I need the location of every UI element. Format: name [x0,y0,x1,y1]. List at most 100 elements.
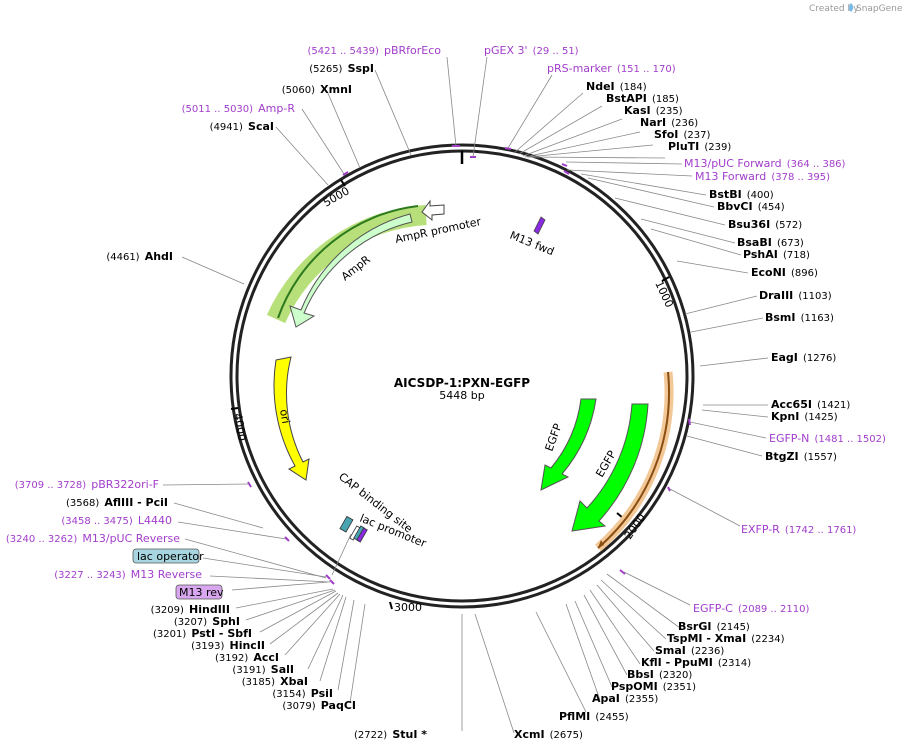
primer-label-amp-r[interactable]: (5011 .. 5030) Amp-R [182,97,296,116]
enzyme-label-scai[interactable]: (4941) ScaI [210,115,274,134]
site-position: (3191) [232,665,265,676]
primer-label-m13-reverse[interactable]: (3227 .. 3243) M13 Reverse [54,563,202,582]
enzyme-label-pflmi[interactable]: PflMI (2455) [559,705,629,724]
site-label-text: EagI (1276) [771,346,836,365]
enzyme-label-sphi[interactable]: (3207) SphI [174,610,240,629]
primer-label-exfp-r[interactable]: EXFP-R (1742 .. 1761) [741,518,856,537]
cap-binding-site-feature[interactable] [339,515,354,533]
primer-label-m13-puc-reverse[interactable]: (3240 .. 3262) M13/pUC Reverse [6,527,180,546]
site-label-text: M13 Forward (378 .. 395) [695,165,830,184]
enzyme-label-econi[interactable]: EcoNI (896) [751,261,818,280]
site-label-text: KasI (235) [624,99,683,118]
enzyme-label-paqci[interactable]: (3079) PaqCI [282,694,356,713]
site-name: AccI [253,651,279,664]
site-label-text: DraIII (1103) [759,284,832,303]
lac-operator-box[interactable] [132,548,200,564]
enzyme-label-hincii[interactable]: (3193) HincII [191,634,265,653]
site-name: BbvCI [717,200,753,213]
site-label-text: KflI - PpuMI (2314) [641,651,751,670]
enzyme-label-stui-[interactable]: (2722) StuI * [354,723,427,742]
site-position: (1742 .. 1761) [785,525,857,536]
site-label-text: NarI (236) [640,111,698,130]
enzyme-label-xbai[interactable]: (3185) XbaI [242,670,308,689]
site-name: PaqCI [321,699,356,712]
site-name: DraIII [759,289,793,302]
enzyme-label-tspmi-xmai[interactable]: TspMI - XmaI (2234) [667,627,785,646]
ampr-feature[interactable] [289,213,413,328]
m13-rev-feature[interactable] [356,527,368,543]
primer-label-prs-marker[interactable]: pRS-marker (151 .. 170) [547,57,676,76]
enzyme-label-bbvci[interactable]: BbvCI (454) [717,195,785,214]
enzyme-label-acci[interactable]: (3192) AccI [215,646,279,665]
site-label-text: (4461) AhdI [106,245,173,264]
site-position: (236) [671,118,698,129]
primer-label-egfp-n[interactable]: EGFP-N (1481 .. 1502) [769,427,886,446]
primer-label-l4440[interactable]: (3458 .. 3475) L4440 [61,509,172,528]
enzyme-label-eagi[interactable]: EagI (1276) [771,346,836,365]
enzyme-label-bstapi[interactable]: BstAPI (185) [606,87,679,106]
egfp-feature-2[interactable] [571,403,649,532]
enzyme-label-xcmi[interactable]: XcmI (2675) [514,723,583,742]
site-label-text: PspOMI (2351) [611,675,696,694]
enzyme-label-pspomi[interactable]: PspOMI (2351) [611,675,696,694]
enzyme-label-ndei[interactable]: NdeI (184) [586,75,647,94]
tick-mark-1000 [661,276,670,282]
ampr-promoter-feature[interactable] [421,199,445,222]
site-position: (3201) [153,629,186,640]
enzyme-label-bsmi[interactable]: BsmI (1163) [765,306,834,325]
enzyme-label-psii[interactable]: (3154) PsiI [272,682,333,701]
site-label-text: PshAI (718) [743,243,810,262]
lac-operator-leader [331,533,352,576]
primer-label-pbr322ori-f[interactable]: (3709 .. 3728) pBR322ori-F [15,473,159,492]
site-label-text: (3185) XbaI [242,670,308,689]
site-position: (364 .. 386) [787,159,846,170]
site-name: ScaI [248,120,274,133]
ori-feature[interactable] [273,356,310,481]
site-position: (2675) [550,730,583,741]
enzyme-label-nari[interactable]: NarI (236) [640,111,698,130]
primer-label-egfp-c[interactable]: EGFP-C (2089 .. 2110) [693,597,809,616]
primer-label-pgex-3-[interactable]: pGEX 3' (29 .. 51) [484,39,579,58]
enzyme-label-pluti[interactable]: PluTI (239) [668,135,731,154]
site-label-text: EGFP-N (1481 .. 1502) [769,427,886,446]
site-label-text: (3191) SalI [232,658,294,677]
m13-puc-reverse-bar [325,574,331,580]
enzyme-label-psti-sbfi[interactable]: (3201) PstI - SbfI [153,622,252,641]
enzyme-label-sspi[interactable]: (5265) SspI [309,57,374,76]
enzyme-label-ahdi[interactable]: (4461) AhdI [106,245,173,264]
enzyme-label-kfli-ppumi[interactable]: KflI - PpuMI (2314) [641,651,751,670]
enzyme-label-smai[interactable]: SmaI (2236) [655,639,724,658]
enzyme-label-sali[interactable]: (3191) SalI [232,658,294,677]
site-position: (184) [620,82,647,93]
enzyme-label-bsrgi[interactable]: BsrGI (2145) [678,615,750,634]
enzyme-label-acc65i[interactable]: Acc65I (1421) [771,393,850,412]
enzyme-label-xmni[interactable]: (5060) XmnI [282,78,352,97]
enzyme-label-bbsi[interactable]: BbsI (2320) [627,663,692,682]
site-name: SfoI [654,128,678,141]
enzyme-label-draiii[interactable]: DraIII (1103) [759,284,832,303]
site-name: HincII [229,639,265,652]
site-label-text: (3193) HincII [191,634,265,653]
enzyme-label-bsabi[interactable]: BsaBI (673) [737,231,804,250]
enzyme-label-kasi[interactable]: KasI (235) [624,99,683,118]
m13-reverse-bar [329,579,335,585]
primer-label-m13-puc-forward[interactable]: M13/pUC Forward (364 .. 386) [684,152,846,171]
enzyme-label-bstbi[interactable]: BstBI (400) [709,183,774,202]
site-name: EGFP-C [693,602,733,615]
enzyme-label-btgzi[interactable]: BtgZI (1557) [765,445,837,464]
m13-fwd-feature[interactable] [533,216,546,235]
enzyme-label-pshai[interactable]: PshAI (718) [743,243,810,262]
enzyme-label-kpni[interactable]: KpnI (1425) [771,405,838,424]
site-label-text: TspMI - XmaI (2234) [667,627,785,646]
m13-rev-box[interactable] [175,584,223,600]
site-label-text: BsrGI (2145) [678,615,750,634]
enzyme-label-hindiii[interactable]: (3209) HindIII [151,598,230,617]
egfp-feature-1[interactable] [540,398,597,491]
enzyme-label-afliii-pcii[interactable]: (3568) AflIII - PciI [66,491,168,510]
enzyme-label-sfoi[interactable]: SfoI (237) [654,123,710,142]
primer-label-pbrforeco[interactable]: (5421 .. 5439) pBRforEco [307,39,441,58]
enzyme-label-apai[interactable]: ApaI (2355) [592,687,658,706]
site-label-text: (3201) PstI - SbfI [153,622,252,641]
primer-label-m13-forward[interactable]: M13 Forward (378 .. 395) [695,165,830,184]
enzyme-label-bsu36i[interactable]: Bsu36I (572) [728,213,802,232]
